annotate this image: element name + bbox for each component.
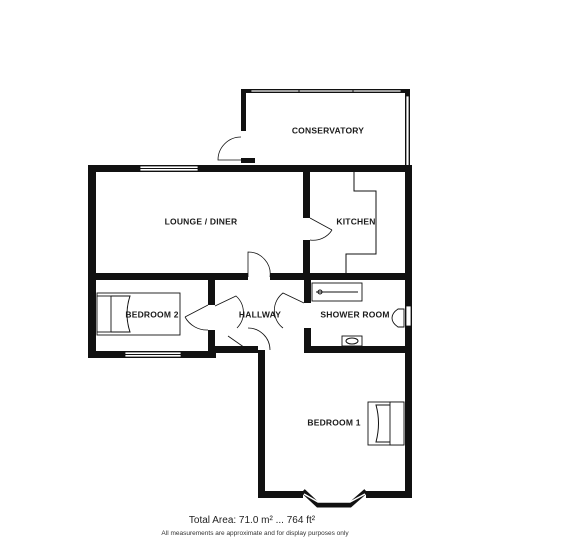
kitchen-room: KITCHEN (336, 172, 377, 273)
conservatory-window-top (250, 89, 402, 93)
conservatory-stub-wall (241, 158, 255, 163)
bedroom-2-label: BEDROOM 2 (125, 309, 178, 319)
shower-toilet (391, 308, 405, 328)
conservatory-left-wall (241, 89, 246, 131)
total-area: Total Area: 71.0 m² ... 764 ft² (189, 515, 316, 526)
conservatory-label: CONSERVATORY (292, 125, 364, 135)
disclaimer: All measurements are approximate and for… (161, 530, 349, 537)
lounge-diner-label: LOUNGE / DINER (165, 216, 238, 226)
shower-window (405, 305, 412, 327)
lounge-kitchen-door-swing (309, 217, 333, 241)
hallway-top-door-swing (247, 251, 271, 278)
lounge-diner-room: LOUNGE / DINER (139, 165, 333, 241)
kitchen-worktop (345, 172, 377, 273)
conservatory-door-swing (217, 136, 242, 161)
bedroom-1-label: BEDROOM 1 (307, 417, 360, 427)
hallway-label: HALLWAY (239, 309, 281, 319)
shower-room: SHOWER ROOM (311, 282, 412, 347)
conservatory-window-right (405, 95, 410, 167)
hallway-room: HALLWAY (214, 251, 305, 351)
hallway-bottom-door-swing (227, 327, 271, 351)
shower-room-label: SHOWER ROOM (320, 309, 389, 319)
shower-basin (341, 335, 363, 347)
kitchen-label: KITCHEN (336, 216, 375, 226)
bedroom-2-room: BEDROOM 2 (96, 292, 209, 358)
conservatory-room: CONSERVATORY (217, 89, 410, 171)
bedroom-2-door-swing (184, 304, 209, 331)
bedroom-1-room: BEDROOM 1 (258, 350, 412, 508)
